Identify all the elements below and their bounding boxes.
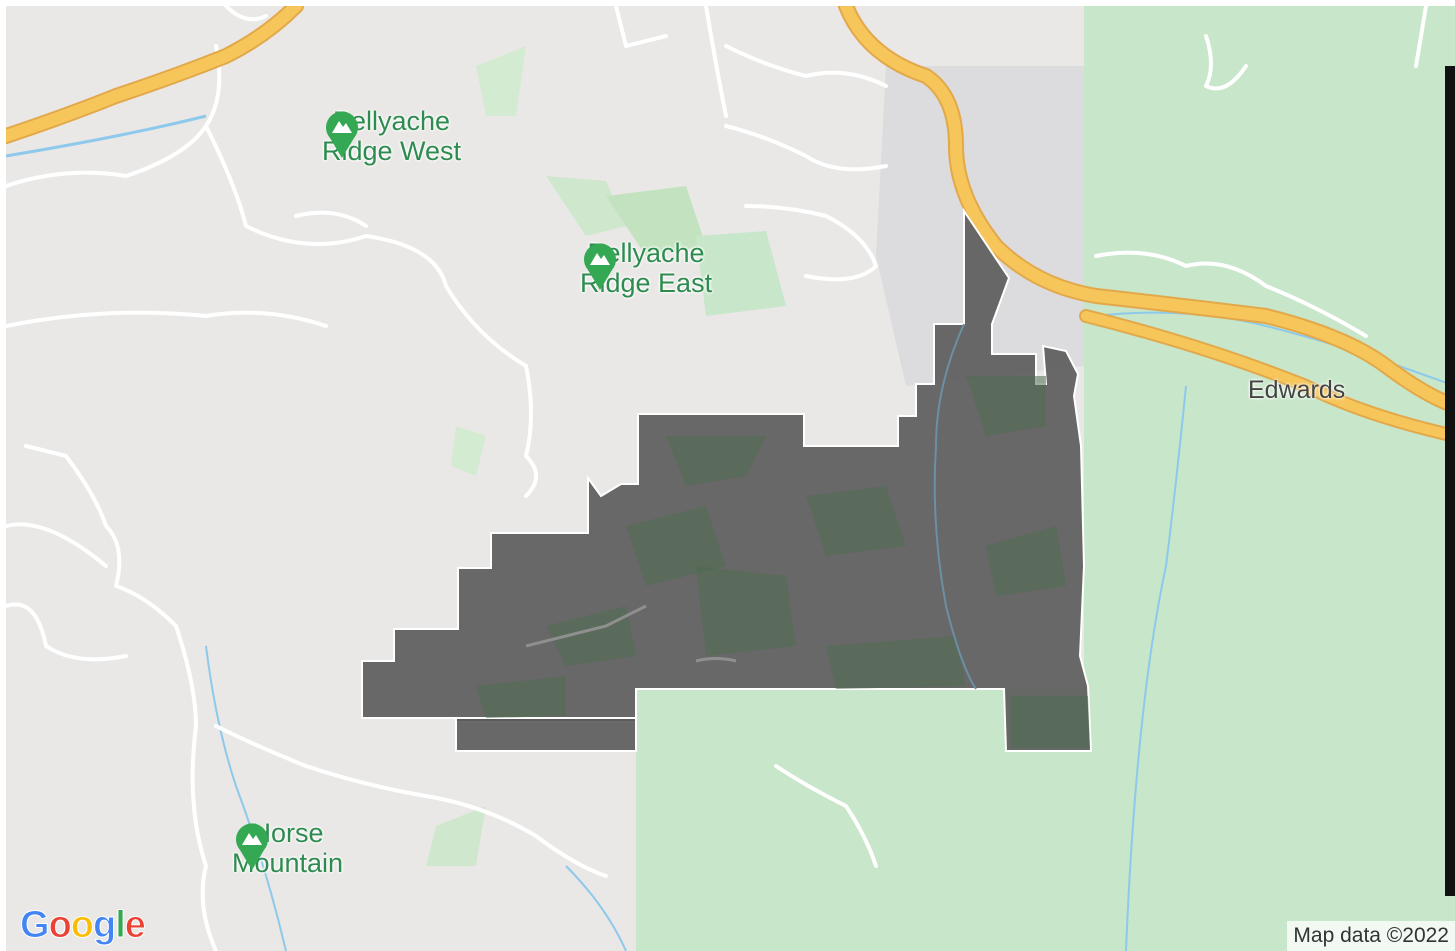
road-in-region (695, 657, 737, 663)
poi-bellyache-ridge-west[interactable]: Bellyache Ridge West (322, 106, 461, 166)
park-patch (451, 426, 486, 476)
park-patch (476, 46, 526, 116)
boundary-region-lower-left (455, 717, 637, 752)
park-patch (606, 186, 706, 256)
boundary-region (361, 207, 1093, 752)
forest-area-east (1084, 6, 1455, 951)
poi-bellyache-ridge-east[interactable]: Bellyache Ridge East (580, 238, 712, 298)
google-logo[interactable]: Google (20, 904, 147, 947)
logo-letter: l (115, 904, 126, 947)
road-network (6, 6, 1428, 951)
map-edge-bar (1445, 66, 1455, 896)
park-patch (696, 231, 786, 316)
river (565, 865, 627, 951)
poi-horse-mountain[interactable]: Horse Mountain (232, 818, 343, 878)
town-label: Edwards (1248, 376, 1346, 404)
mountain-icon (326, 111, 358, 158)
logo-letter: G (20, 904, 51, 947)
map-canvas[interactable]: Bellyache Ridge West Bellyache Ridge Eas… (6, 6, 1455, 951)
forest-area-south (636, 686, 1084, 951)
park-patch (426, 806, 486, 866)
logo-letter: e (124, 904, 146, 947)
forest-texture (476, 376, 1090, 748)
highway (6, 6, 1455, 443)
logo-letter: o (48, 904, 72, 947)
river (205, 645, 287, 951)
river-in-region (933, 323, 977, 690)
map-layers (6, 6, 1455, 951)
map-attribution[interactable]: Map data ©2022 (1287, 921, 1455, 951)
river (6, 114, 207, 158)
logo-letter: o (70, 904, 94, 947)
road-in-region (525, 604, 647, 648)
park-patch (546, 176, 626, 236)
logo-letter: g (92, 904, 116, 947)
mountain-icon (584, 243, 616, 290)
mountain-icon (236, 823, 268, 870)
river (1125, 385, 1187, 951)
